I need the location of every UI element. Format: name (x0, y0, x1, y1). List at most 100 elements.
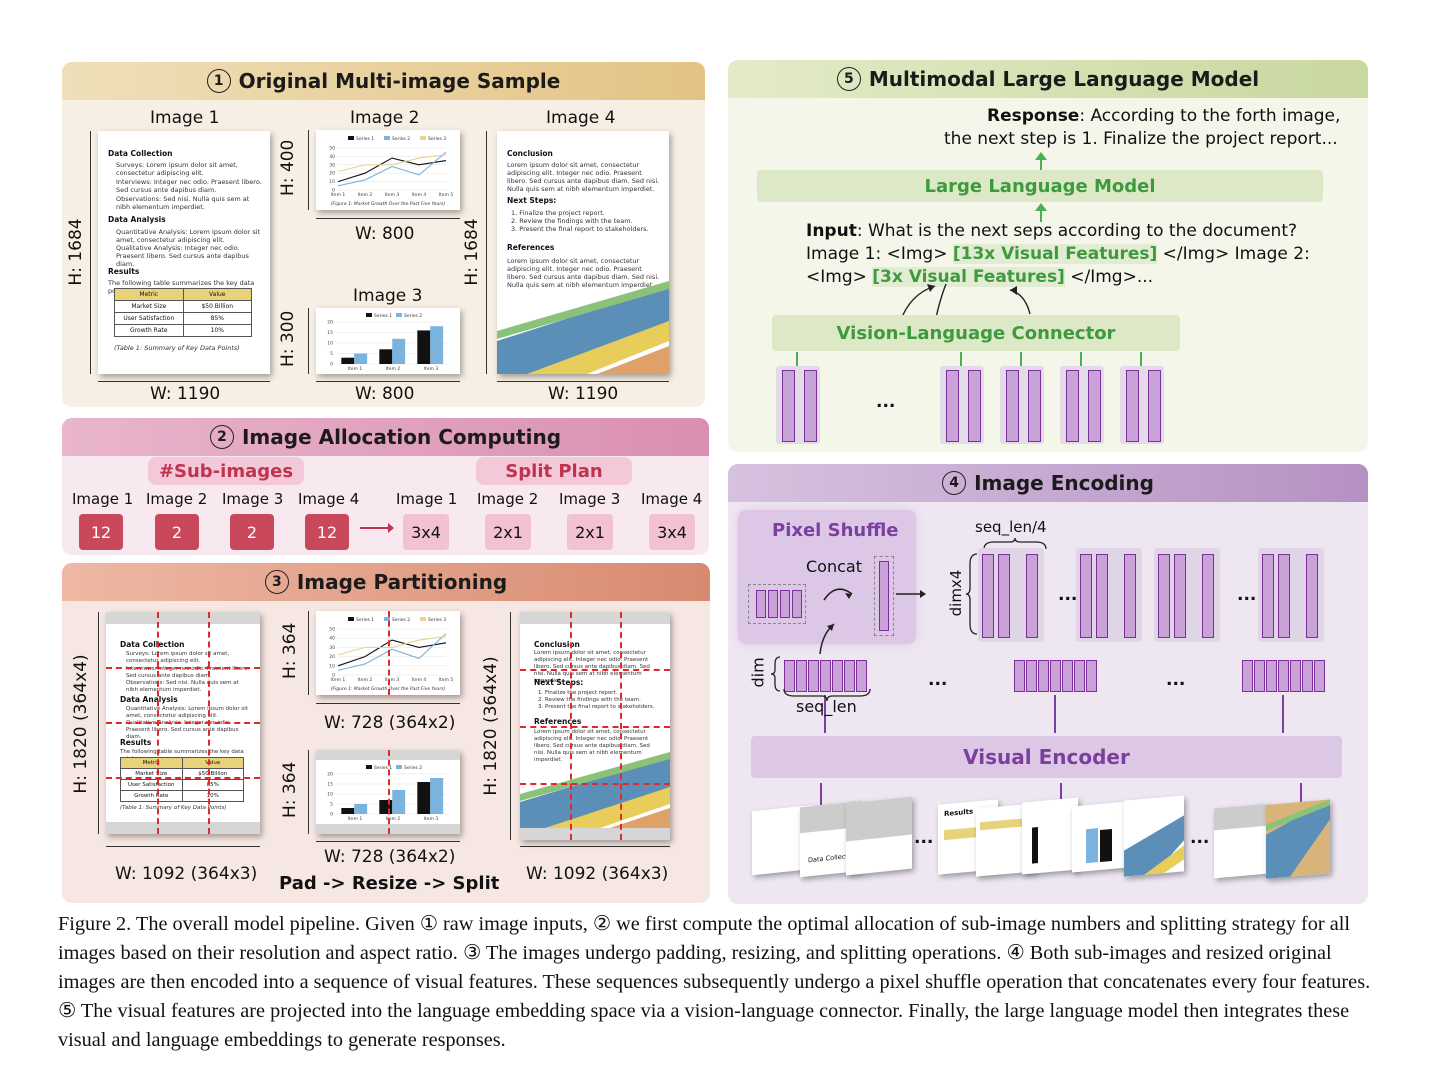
arrow-up-icon (796, 352, 798, 366)
x-tick-label: Item 2 (386, 816, 401, 822)
x-tick-label: Item 3 (385, 677, 400, 683)
split-plan-value: 3x4 (649, 514, 695, 550)
legend-label: Series 1 (356, 617, 374, 623)
table-cell: Growth Rate (134, 793, 169, 799)
thumb-group-2: Results (938, 795, 1188, 882)
partition-right-width: W: 1092 (364x3) (526, 864, 669, 884)
image4-height-label: H: 1684 (462, 218, 482, 286)
feature-token (856, 660, 867, 692)
arrow-up-icon (820, 783, 822, 805)
height-indicator (308, 308, 309, 374)
y-tick-label: 30 (329, 645, 335, 651)
feature-token (1028, 370, 1041, 442)
partition-mid2-width: W: 728 (364x2) (324, 847, 456, 867)
feature-token (1202, 554, 1214, 638)
split-line (520, 669, 670, 671)
feature-token (1266, 660, 1277, 692)
pad-strip (520, 612, 670, 624)
x-tick-label: Item 3 (385, 192, 400, 198)
feature-token (1074, 660, 1085, 692)
x-tick-label: Item 1 (331, 677, 346, 683)
arrow-up-icon (1080, 352, 1082, 366)
image4-document: Conclusion Lorem ipsum dolor sit amet, c… (497, 131, 669, 374)
dim-label: dim (748, 657, 768, 688)
legend-swatch (384, 136, 390, 140)
image1-width-label: W: 1190 (150, 384, 221, 404)
feature-token (804, 370, 817, 442)
pad-strip (106, 822, 260, 834)
doc-step: 1. Finalize the project report. (538, 690, 618, 696)
visual-features-13x: [13x Visual Features] (952, 244, 1158, 264)
feature-token (1026, 554, 1038, 638)
concat-feature (879, 561, 889, 631)
panel-title: 3 Image Partitioning (62, 563, 710, 601)
x-tick-label: Item 2 (358, 192, 373, 198)
doc-text: Lorem ipsum dolor sit amet, consectetur … (534, 729, 650, 763)
split-image-label: Image 1 (396, 490, 458, 508)
table-cell: Growth Rate (130, 327, 168, 334)
arrow-up-icon (1020, 352, 1022, 366)
height-indicator (308, 611, 309, 695)
doc-step: 2. Review the findings with the team. (538, 697, 641, 703)
y-tick-label: 5 (330, 351, 333, 357)
image1-height-label: H: 1684 (66, 218, 86, 286)
bar (379, 800, 393, 814)
feature-token (946, 370, 959, 442)
legend-label: Series 3 (428, 617, 446, 623)
split-line (520, 726, 670, 728)
image3-width-label: W: 800 (355, 384, 415, 404)
rotate-arrow-icon (823, 588, 853, 601)
y-tick-label: 0 (332, 188, 335, 194)
y-tick-label: 0 (330, 812, 333, 818)
height-indicator (308, 750, 309, 834)
doc-bullet: Quantitative Analysis: Lorem ipsum dolor… (116, 228, 261, 244)
input-label: Input (806, 221, 857, 241)
arrow-up-icon (1300, 783, 1302, 805)
pad-strip (106, 612, 260, 624)
width-indicator (98, 381, 270, 382)
height-indicator (98, 612, 99, 834)
partition-left-width: W: 1092 (364x3) (115, 864, 258, 884)
panel-title-text: Multimodal Large Language Model (868, 67, 1260, 91)
image4-label: Image 4 (546, 108, 616, 128)
image2-label: Image 2 (350, 108, 420, 128)
split-line (388, 750, 390, 834)
step-number: 3 (264, 570, 289, 594)
thumb (1072, 801, 1128, 873)
feature-token (1148, 370, 1161, 442)
feature-token (1254, 660, 1265, 692)
legend-swatch (366, 313, 372, 317)
table-header: Metric (139, 291, 159, 298)
legend-swatch (384, 617, 390, 621)
arrow-up-icon (824, 695, 826, 733)
doc-heading: References (534, 717, 582, 726)
image1-label: Image 1 (150, 108, 220, 128)
thumb (846, 796, 912, 876)
panel-title-text: Image Allocation Computing (241, 425, 562, 449)
concat-label: Concat (806, 557, 862, 576)
arrow-head (1035, 203, 1047, 211)
legend-label: Series 2 (404, 765, 422, 771)
legend-label: Series 2 (404, 313, 422, 319)
feature-stack-horizontal (756, 590, 802, 618)
x-tick-label: Item 4 (412, 192, 427, 198)
feature-token (1014, 660, 1025, 692)
bar (341, 808, 355, 814)
thumb-text: Results (944, 807, 974, 819)
doc-text: Lorem ipsum dolor sit amet, consectetur … (534, 650, 650, 684)
step-number: 4 (942, 471, 967, 495)
seq-ellipsis: ... (1166, 670, 1186, 690)
image3-height-label: H: 300 (278, 310, 298, 367)
decorative-stripes (520, 752, 670, 828)
seq-len-quarter-label: seq_len/4 (975, 518, 1047, 536)
doc-caption: (Table 1: Summary of Key Data Points) (114, 344, 240, 352)
table-cell: Market Size (135, 771, 168, 777)
input-line1: Input: What is the next seps according t… (806, 221, 1297, 241)
bar (354, 804, 368, 814)
legend-label: Series 1 (374, 765, 392, 771)
feature-token (1086, 660, 1097, 692)
split-image-label: Image 4 (641, 490, 703, 508)
bar (354, 353, 368, 364)
table-cell: User Satisfaction (123, 315, 175, 322)
